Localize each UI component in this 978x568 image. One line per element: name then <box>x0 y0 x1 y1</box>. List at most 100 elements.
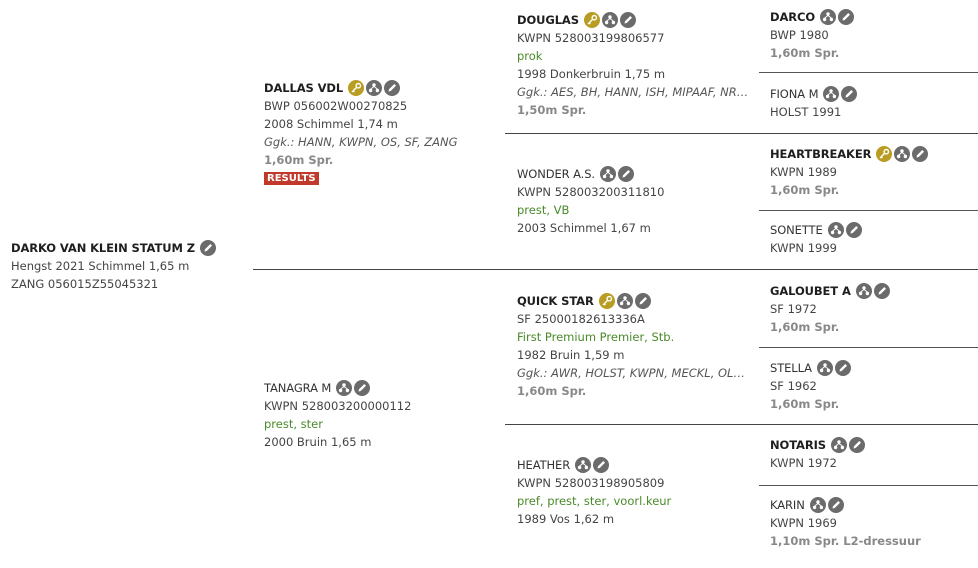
pencil-icon[interactable] <box>873 283 890 299</box>
divider-main <box>253 269 978 270</box>
horse-name[interactable]: SONETTE <box>770 223 823 237</box>
divider-gen3-2 <box>759 210 978 211</box>
horse-ssd: FIONA M HOLST 1991 <box>770 85 975 121</box>
horse-name[interactable]: HEARTBREAKER <box>770 147 872 161</box>
horse-name[interactable]: QUICK STAR <box>517 294 594 308</box>
pencil-icon[interactable] <box>617 166 634 182</box>
pencil-icon[interactable] <box>619 12 636 28</box>
key-icon[interactable] <box>876 146 893 162</box>
divider-gen2-bottom <box>505 424 978 425</box>
pencil-icon[interactable] <box>593 457 610 473</box>
horse-dam: TANAGRA M KWPN 528003200000112 prest, st… <box>264 379 499 451</box>
family-tree-icon[interactable] <box>823 86 840 102</box>
divider-gen3-3 <box>759 347 978 348</box>
horse-registration: KWPN 528003198905809 <box>517 476 665 490</box>
horse-sds: HEARTBREAKER KWPN 1989 1,60m Spr. <box>770 145 975 199</box>
horse-predicates: prest, ster <box>264 417 323 431</box>
horse-sport-level: 1,60m Spr. <box>264 153 334 167</box>
horse-name[interactable]: GALOUBET A <box>770 284 851 298</box>
family-tree-icon[interactable] <box>816 360 833 376</box>
horse-sport-level: 1,60m Spr. <box>770 320 840 334</box>
horse-sdd: SONETTE KWPN 1999 <box>770 221 975 257</box>
horse-sport-level: 1,60m Spr. <box>770 46 840 60</box>
horse-dss: GALOUBET A SF 1972 1,60m Spr. <box>770 282 975 336</box>
pencil-icon[interactable] <box>838 9 855 25</box>
horse-name[interactable]: DALLAS VDL <box>264 81 344 95</box>
horse-predicates: First Premium Premier, Stb. <box>517 330 675 344</box>
horse-name[interactable]: STELLA <box>770 361 812 375</box>
key-icon[interactable] <box>348 80 365 96</box>
horse-sire-dam: WONDER A.S. KWPN 528003200311810 prest, … <box>517 165 749 237</box>
horse-details: 2003 Schimmel 1,67 m <box>517 221 651 235</box>
horse-predicates: pref, prest, ster, voorl.keur <box>517 494 672 508</box>
key-icon[interactable] <box>598 293 615 309</box>
pencil-icon[interactable] <box>199 240 216 256</box>
key-icon[interactable] <box>583 12 600 28</box>
family-tree-icon[interactable] <box>616 293 633 309</box>
horse-sire: DALLAS VDL BWP 056002W00270825 2008 Schi… <box>264 79 499 185</box>
horse-name[interactable]: FIONA M <box>770 87 819 101</box>
horse-details: 1982 Bruin 1,59 m <box>517 348 625 362</box>
horse-registration: BWP 1980 <box>770 28 829 42</box>
horse-sport-level: 1,60m Spr. <box>770 397 840 411</box>
horse-name[interactable]: TANAGRA M <box>264 381 332 395</box>
horse-ddd: KARIN KWPN 1969 1,10m Spr. L2-dressuur <box>770 496 975 550</box>
family-tree-icon[interactable] <box>601 12 618 28</box>
results-button[interactable]: RESULTS <box>264 172 319 185</box>
horse-name[interactable]: DARKO VAN KLEIN STATUM Z <box>11 241 195 255</box>
family-tree-icon[interactable] <box>366 80 383 96</box>
horse-details: 1998 Donkerbruin 1,75 m <box>517 67 666 81</box>
horse-sss: DARCO BWP 1980 1,60m Spr. <box>770 8 975 62</box>
horse-registration: KWPN 1989 <box>770 165 837 179</box>
pencil-icon[interactable] <box>848 437 865 453</box>
horse-sport-level: 1,60m Spr. <box>770 183 840 197</box>
horse-registration: SF 25000182613336A <box>517 312 645 326</box>
horse-sport-level: 1,10m Spr. L2-dressuur <box>770 534 921 548</box>
family-tree-icon[interactable] <box>827 222 844 238</box>
family-tree-icon[interactable] <box>599 166 616 182</box>
horse-registration: KWPN 1999 <box>770 241 837 255</box>
horse-predicates: prest, VB <box>517 203 570 217</box>
horse-sport-level: 1,50m Spr. <box>517 103 587 117</box>
horse-details: 2008 Schimmel 1,74 m <box>264 117 398 131</box>
horse-name[interactable]: DOUGLAS <box>517 13 579 27</box>
pencil-icon[interactable] <box>912 146 929 162</box>
horse-registration: KWPN 528003199806577 <box>517 31 665 45</box>
horse-name[interactable]: HEATHER <box>517 458 571 472</box>
horse-registration: SF 1962 <box>770 379 817 393</box>
pencil-icon[interactable] <box>834 360 851 376</box>
divider-gen3-1 <box>759 72 978 73</box>
family-tree-icon[interactable] <box>894 146 911 162</box>
horse-ggk: Ggk.: AWR, HOLST, KWPN, MECKL, OLDBG... <box>517 366 749 380</box>
horse-name[interactable]: WONDER A.S. <box>517 167 595 181</box>
horse-predicates: prok <box>517 49 543 63</box>
family-tree-icon[interactable] <box>336 380 353 396</box>
divider-gen3-4 <box>759 485 978 486</box>
pencil-icon[interactable] <box>354 380 371 396</box>
pencil-icon[interactable] <box>827 497 844 513</box>
horse-sire-sire: DOUGLAS KWPN 528003199806577 prok 1998 D… <box>517 11 749 119</box>
family-tree-icon[interactable] <box>820 9 837 25</box>
pencil-icon[interactable] <box>841 86 858 102</box>
pencil-icon[interactable] <box>384 80 401 96</box>
horse-ggk: Ggk.: HANN, KWPN, OS, SF, ZANG <box>264 135 458 149</box>
horse-registration: BWP 056002W00270825 <box>264 99 408 113</box>
pencil-icon[interactable] <box>634 293 651 309</box>
horse-registration: KWPN 1969 <box>770 516 837 530</box>
horse-name[interactable]: NOTARIS <box>770 438 826 452</box>
family-tree-icon[interactable] <box>575 457 592 473</box>
pencil-icon[interactable] <box>845 222 862 238</box>
horse-dds: NOTARIS KWPN 1972 <box>770 436 975 472</box>
horse-dam-sire: QUICK STAR SF 25000182613336A First Prem… <box>517 292 749 400</box>
horse-sport-level: 1,60m Spr. <box>517 384 587 398</box>
family-tree-icon[interactable] <box>809 497 826 513</box>
family-tree-icon[interactable] <box>830 437 847 453</box>
horse-registration: SF 1972 <box>770 302 817 316</box>
horse-registration: ZANG 056015Z55045321 <box>11 277 159 291</box>
horse-registration: KWPN 1972 <box>770 456 837 470</box>
divider-gen2-top <box>505 133 978 134</box>
horse-name[interactable]: KARIN <box>770 498 805 512</box>
family-tree-icon[interactable] <box>855 283 872 299</box>
horse-name[interactable]: DARCO <box>770 10 816 24</box>
horse-details: Hengst 2021 Schimmel 1,65 m <box>11 259 190 273</box>
